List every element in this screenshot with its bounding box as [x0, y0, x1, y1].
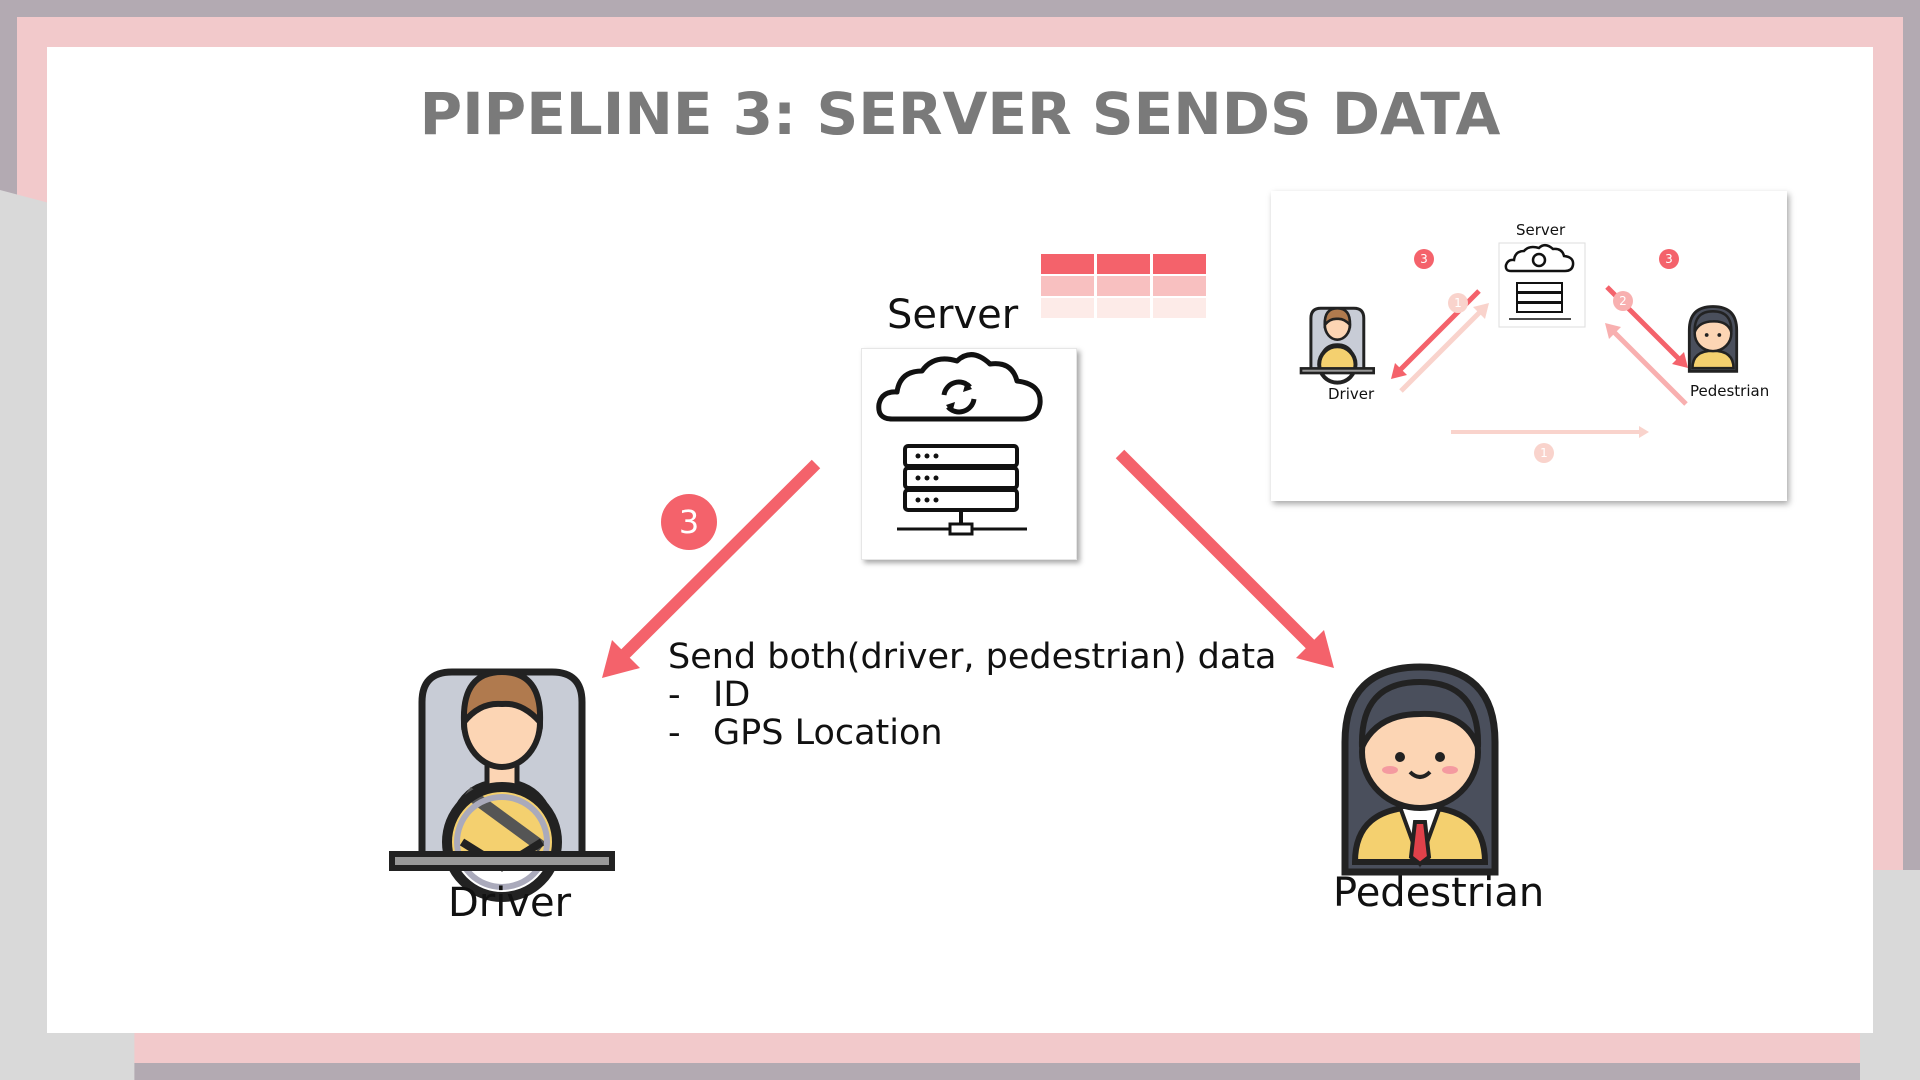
inset-step-badge: 1 — [1448, 293, 1468, 313]
bullet-marker: - — [668, 713, 681, 753]
inset-driver-icon — [1299, 306, 1376, 385]
inset-server-icon — [1498, 242, 1586, 328]
legend-cell — [1097, 254, 1150, 274]
inset-arrow-driver-to-server — [1399, 303, 1489, 393]
overview-inset: Server 3 1 2 3 1 — [1271, 191, 1787, 501]
data-description: Send both(driver, pedestrian) data - ID … — [668, 638, 1277, 752]
legend-cell — [1097, 298, 1150, 318]
slide-title: PIPELINE 3: SERVER SENDS DATA — [419, 80, 1501, 148]
pedestrian-label: Pedestrian — [1333, 870, 1545, 916]
legend-cell — [1097, 276, 1150, 296]
arrow-server-to-pedestrian — [1115, 449, 1334, 668]
driver-icon — [389, 668, 615, 902]
bullet-item: - GPS Location — [668, 714, 1277, 752]
inset-step-badge: 2 — [1613, 291, 1633, 311]
inset-arrow-pedestrian-to-server — [1605, 323, 1688, 406]
inset-pedestrian-icon — [1687, 305, 1739, 373]
bullet-item: - ID — [668, 676, 1277, 714]
legend-cell — [1041, 298, 1094, 318]
legend-cell — [1041, 254, 1094, 274]
server-node — [861, 348, 1077, 560]
inset-step-badge: 1 — [1534, 443, 1554, 463]
pedestrian-icon — [1341, 663, 1499, 876]
bullet-text: GPS Location — [713, 713, 943, 753]
arrow-server-to-driver — [602, 459, 821, 678]
description-heading: Send both(driver, pedestrian) data — [668, 637, 1277, 677]
inset-step-badge: 3 — [1414, 249, 1434, 269]
inset-pedestrian-label: Pedestrian — [1690, 382, 1770, 400]
legend-cell — [1153, 254, 1206, 274]
bullet-marker: - — [668, 675, 681, 715]
inset-step-badge: 3 — [1659, 249, 1679, 269]
driver-label: Driver — [448, 880, 572, 926]
legend-cell — [1153, 276, 1206, 296]
server-label: Server — [887, 292, 1019, 338]
legend-cell — [1153, 298, 1206, 318]
inset-driver-label: Driver — [1328, 385, 1375, 403]
legend-cell — [1041, 276, 1094, 296]
step-badge: 3 — [661, 494, 717, 550]
cloud-server-icon — [876, 352, 1043, 536]
bullet-text: ID — [713, 675, 751, 715]
inset-arrow-driver-to-pedestrian — [1451, 426, 1649, 438]
inset-server-label: Server — [1516, 221, 1566, 239]
